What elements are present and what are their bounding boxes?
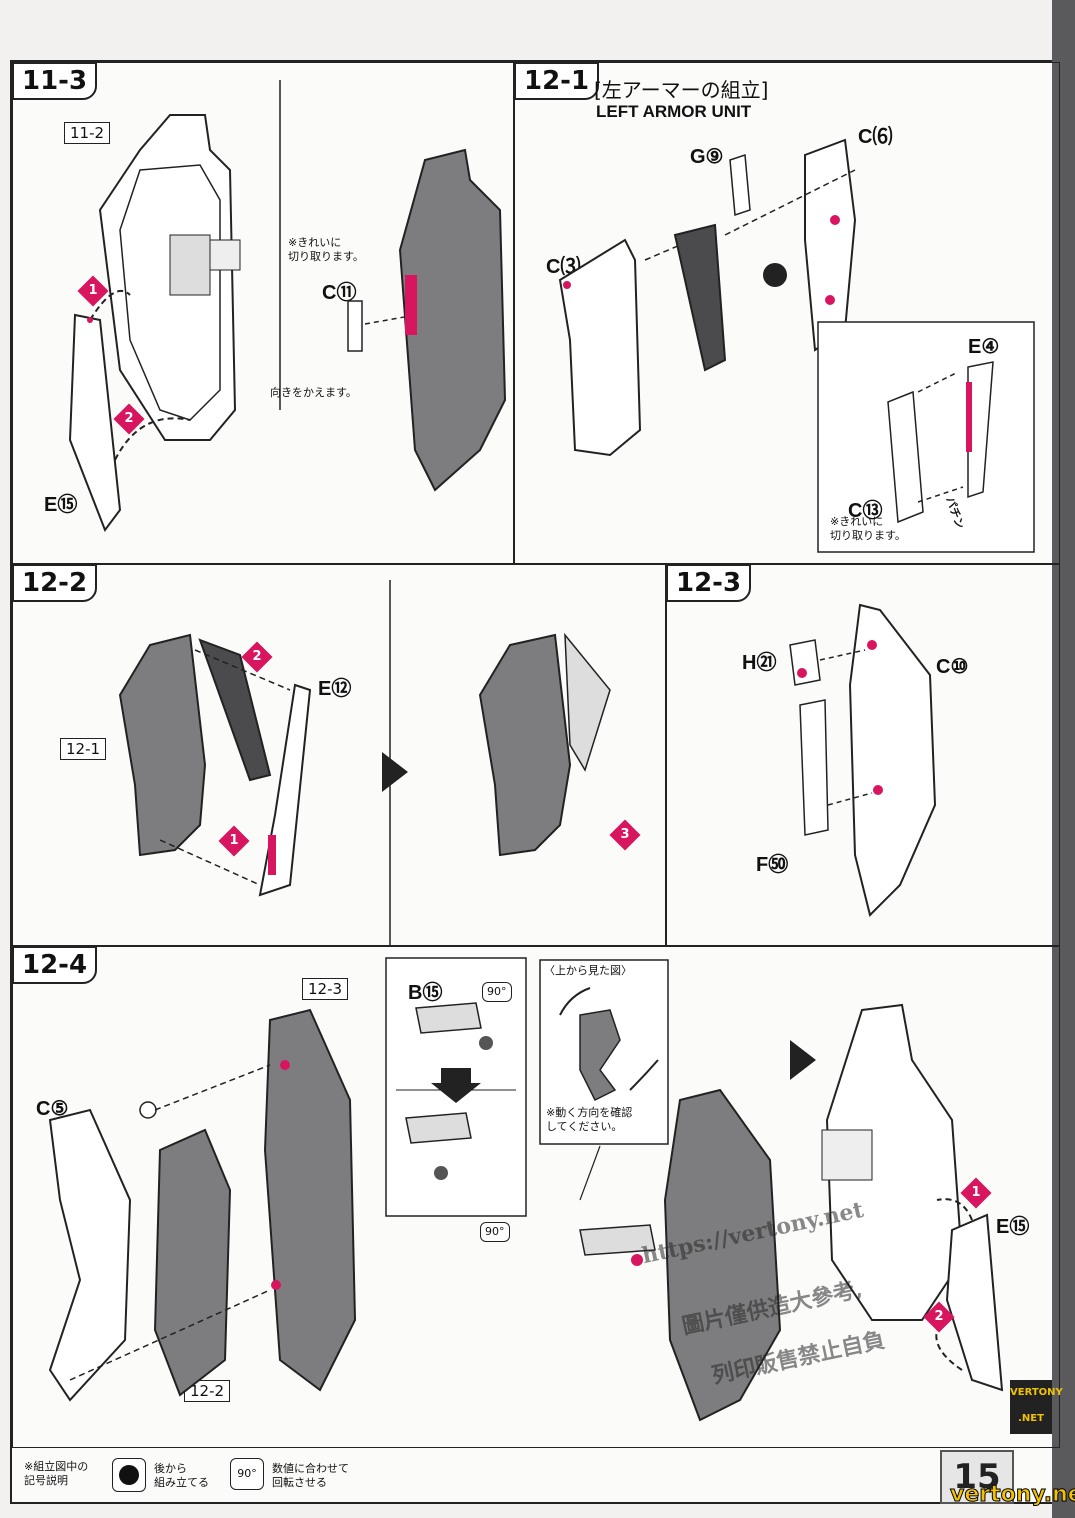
- legend-back-assemble: 後から 組み立てる: [154, 1462, 209, 1489]
- armor-assembly-12-3: [789, 603, 937, 917]
- callout-box-12-1: [817, 321, 1035, 553]
- armor-assembly-11-3: [68, 114, 241, 533]
- armor-gray-11-3: [398, 148, 507, 492]
- badge-12-4-step-1: 1: [960, 1177, 992, 1209]
- section-title-ja: [左アーマーの組立]: [594, 78, 769, 102]
- top-view-title: 〈上から見た図〉: [544, 964, 632, 977]
- note-cut-clean-2: ※きれいに 切り取ります。: [830, 515, 906, 542]
- armor-assembly-12-2a: [118, 633, 312, 897]
- page-edge-strip: [1052, 0, 1075, 1518]
- badge-12-2-step-1: 1: [218, 825, 250, 857]
- page-number: 15: [940, 1450, 1014, 1504]
- part-label-e4: E④: [968, 336, 1000, 358]
- note-turn: 向きをかえます。: [270, 386, 357, 399]
- ref-12-2: 12-2: [184, 1380, 231, 1402]
- armor-final-12-4: [821, 1003, 1004, 1392]
- badge-step-2: 2: [113, 403, 145, 435]
- small-part-c11: [347, 300, 411, 352]
- legend-rotate: 数値に合わせて 回転させる: [272, 1462, 349, 1489]
- armor-assembly-12-2b: [478, 632, 611, 857]
- part-label-b15: B⑮: [408, 982, 443, 1004]
- watermark-footer: vertony.net: [949, 1482, 1075, 1508]
- panel-step-12-2: [12, 564, 666, 946]
- legend-back-assemble-icon: [112, 1458, 146, 1492]
- badge-12-2-step-3: 3: [609, 819, 641, 851]
- badge-step-1: 1: [77, 275, 109, 307]
- legend-rotate-icon: 90°: [230, 1458, 264, 1490]
- next-arrow-12-2: [382, 752, 408, 792]
- note-cut-clean: ※きれいに 切り取ります。: [288, 236, 364, 263]
- part-label-f50: F㊿: [756, 854, 789, 876]
- panel-step-11-3: [12, 62, 514, 564]
- part-label-c13: C⑬: [848, 500, 883, 522]
- part-label-c5: C⑤: [36, 1098, 69, 1120]
- panel-step-12-3: [666, 564, 1060, 946]
- next-arrow-12-4: [790, 1040, 816, 1080]
- part-label-e15: E⑮: [44, 494, 78, 516]
- top-view-box: [539, 959, 669, 1145]
- step-label-12-1: 12-1: [514, 62, 600, 100]
- part-label-c25: C⑹: [858, 126, 893, 148]
- ref-11-2: 11-2: [64, 122, 111, 144]
- part-label-h31: H㉑: [742, 652, 777, 674]
- ref-12-1: 12-1: [60, 738, 107, 760]
- step-label-12-3: 12-3: [666, 564, 752, 602]
- part-label-c11: C⑪: [322, 282, 357, 304]
- panel-step-12-4: [12, 946, 1060, 1448]
- panel-step-12-1: [514, 62, 1060, 564]
- step-label-12-4: 12-4: [12, 946, 98, 984]
- note-check-direction: ※動く方向を確認 してください。: [546, 1106, 633, 1133]
- part-label-e15b: E⑮: [996, 1216, 1030, 1238]
- rotate-icon-label-a: 90°: [482, 982, 512, 1002]
- armor-assembly-12-4: [48, 1008, 357, 1402]
- divider-11-3: [279, 80, 281, 410]
- hinge-part-12-4: [579, 1088, 782, 1422]
- armor-parts-12-1: [558, 138, 857, 457]
- step-label-12-2: 12-2: [12, 564, 98, 602]
- ref-12-3: 12-3: [302, 978, 349, 1000]
- watermark-logo: VERTONY .NET: [1010, 1380, 1063, 1434]
- step-label-11-3: 11-3: [12, 62, 98, 100]
- badge-12-2-step-2: 2: [241, 641, 273, 673]
- rotate-icon-label-b: 90°: [480, 1222, 510, 1242]
- part-label-e12: E⑫: [318, 678, 352, 700]
- badge-12-4-step-2: 2: [923, 1301, 955, 1333]
- part-label-c10: C⑩: [936, 656, 969, 678]
- section-title-en: LEFT ARMOR UNIT: [596, 102, 752, 121]
- legend-title: ※組立図中の 記号説明: [24, 1460, 89, 1487]
- part-label-g9: G⑨: [690, 146, 724, 168]
